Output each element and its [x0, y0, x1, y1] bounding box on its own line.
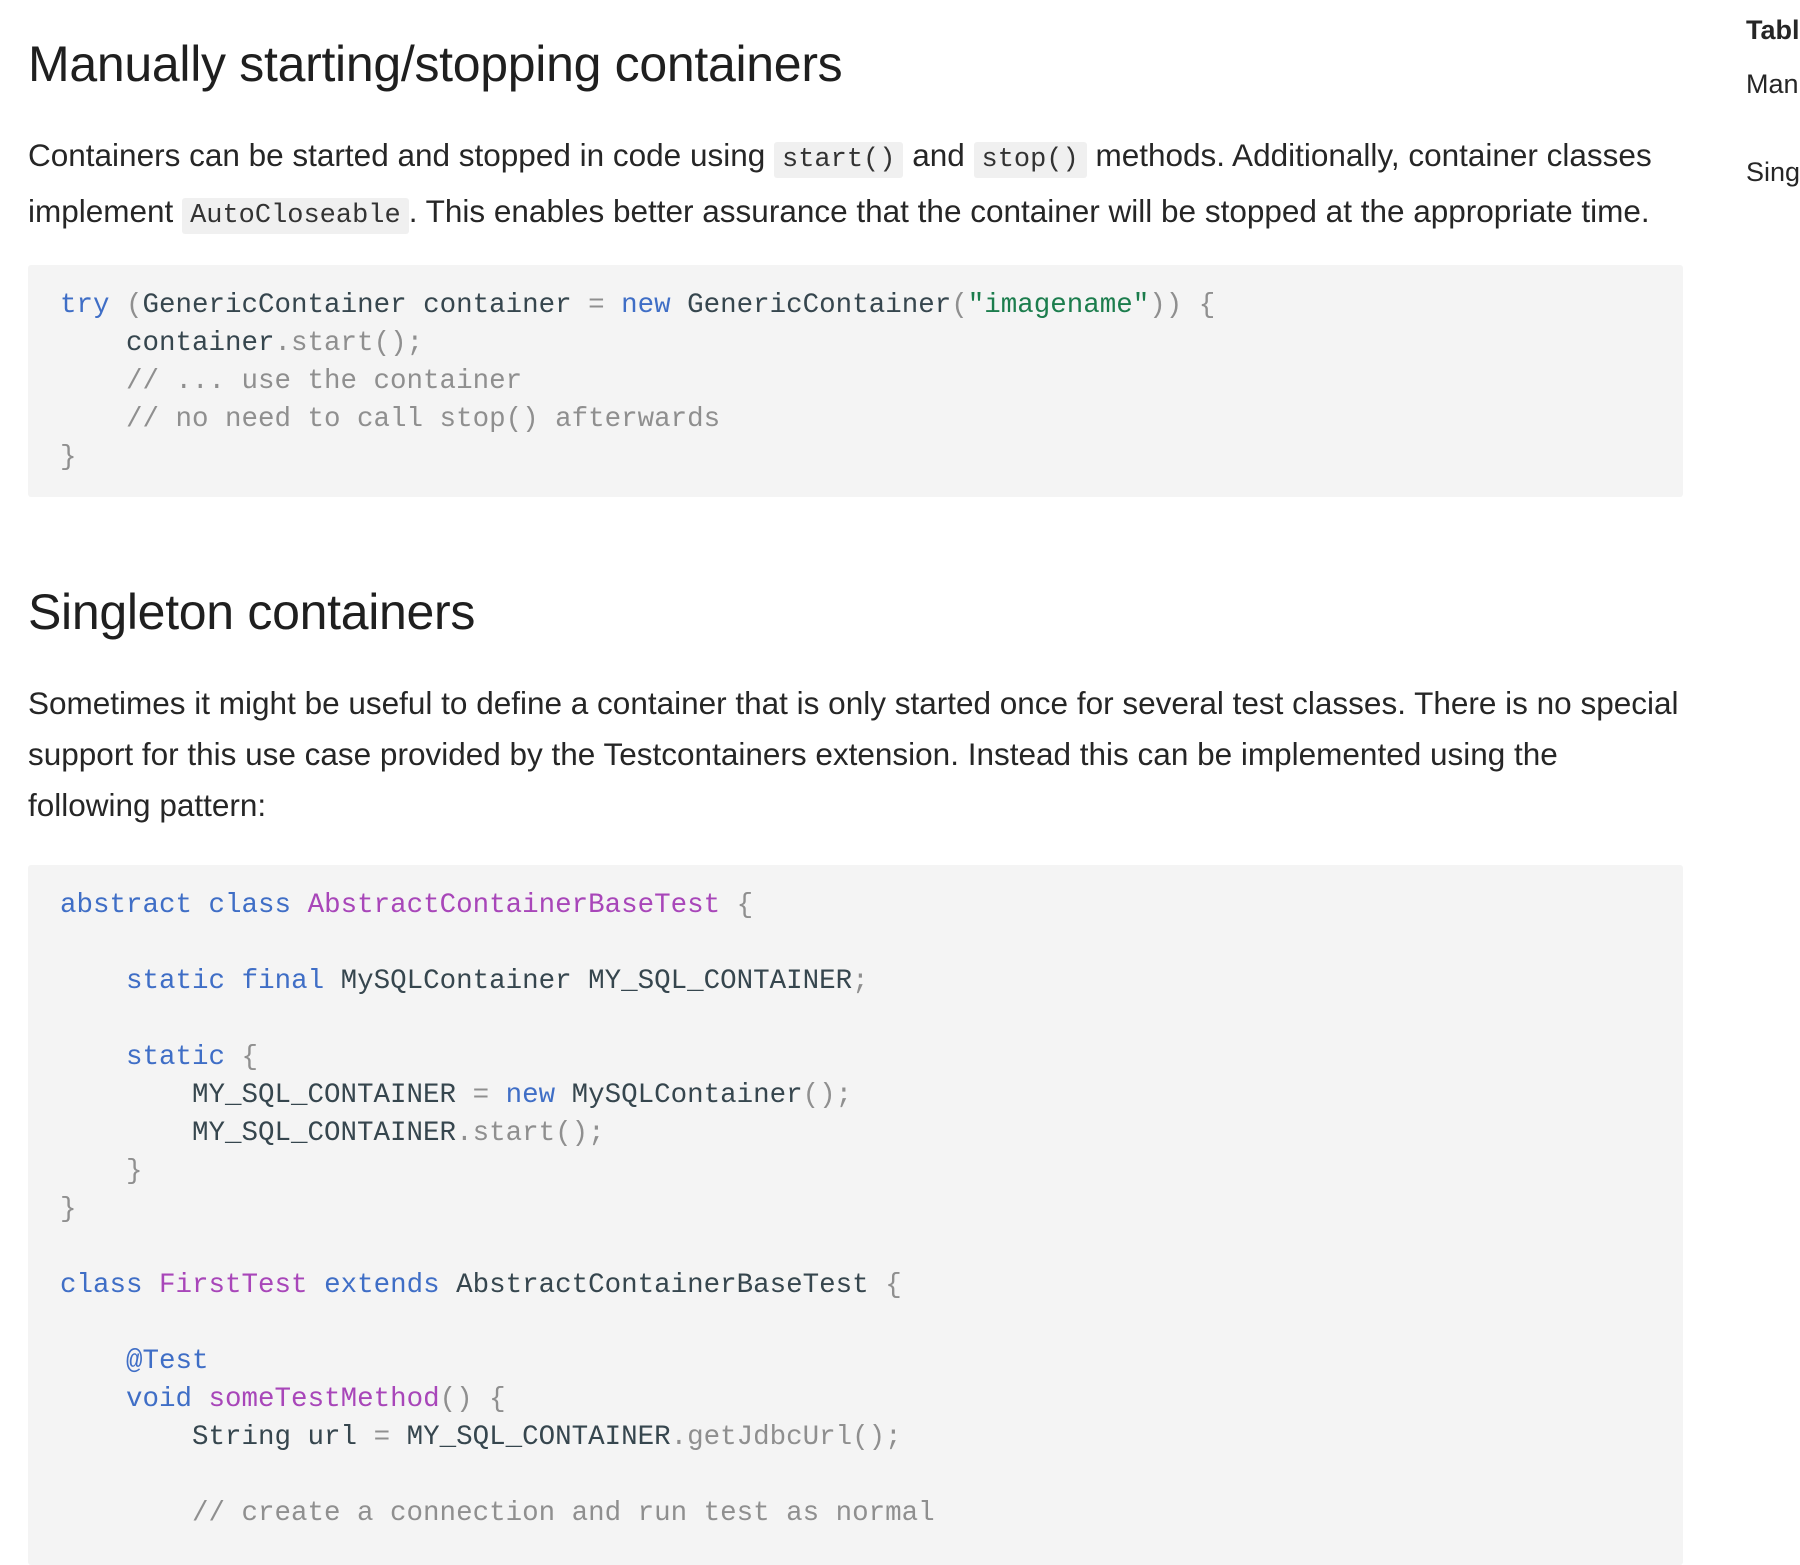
- code-token: someTestMethod: [208, 1384, 440, 1415]
- code-token: AbstractContainerBaseTest: [439, 1270, 886, 1301]
- code-line: String url = MY_SQL_CONTAINER.getJdbcUrl…: [60, 1419, 1651, 1457]
- code-token: // create a connection and run test as n…: [60, 1498, 935, 1529]
- code-line: [60, 925, 1651, 963]
- heading-manually-starting-stopping: Manually starting/stopping containers: [28, 36, 843, 92]
- code-line: try (GenericContainer container = new Ge…: [60, 287, 1651, 325]
- code-line: }: [60, 439, 1651, 477]
- paragraph-singleton: Sometimes it might be useful to define a…: [28, 685, 1679, 823]
- code-token: [605, 290, 622, 321]
- para-text: methods. Additionally, container classes…: [28, 137, 1652, 229]
- code-token: ();: [802, 1080, 853, 1111]
- code-token: MY_SQL_CONTAINER: [390, 1422, 671, 1453]
- toc-title: Tabl: [1746, 15, 1800, 45]
- code-token: FirstTest: [159, 1270, 308, 1301]
- code-token: try: [60, 290, 110, 321]
- code-token: static: [126, 1042, 226, 1073]
- code-token: [143, 1270, 160, 1301]
- code-line: [60, 1229, 1651, 1267]
- code-token: [192, 1384, 209, 1415]
- code-token: }: [60, 1156, 143, 1187]
- code-token: [60, 1384, 126, 1415]
- code-token: =: [373, 1422, 391, 1453]
- code-line: // no need to call stop() afterwards: [60, 401, 1651, 439]
- code-token: MySQLContainer MY_SQL_CONTAINER: [324, 966, 853, 997]
- code-token: () {: [439, 1384, 506, 1415]
- code-token: // ... use the container: [60, 366, 523, 397]
- code-token: =: [588, 290, 605, 321]
- code-line: MY_SQL_CONTAINER.start();: [60, 1115, 1651, 1153]
- code-token: class: [60, 1270, 143, 1301]
- code-token: String url: [60, 1422, 374, 1453]
- code-token: MY_SQL_CONTAINER: [60, 1118, 457, 1149]
- heading-singleton-containers: Singleton containers: [28, 584, 476, 640]
- code-token: static: [126, 966, 226, 997]
- code-token: container: [60, 328, 275, 359]
- paragraph-start-stop: Containers can be started and stopped in…: [28, 130, 1688, 242]
- code-token: void: [126, 1384, 193, 1415]
- code-line: abstract class AbstractContainerBaseTest…: [60, 887, 1651, 925]
- code-line: // ... use the container: [60, 363, 1651, 401]
- code-line: // create a connection and run test as n…: [60, 1495, 1651, 1533]
- code-token: .start();: [456, 1118, 605, 1149]
- code-token: {: [885, 1270, 902, 1301]
- code-token: AbstractContainerBaseTest: [307, 890, 721, 921]
- inline-code-stop: stop(): [973, 142, 1087, 178]
- code-line: }: [60, 1153, 1651, 1191]
- code-token: .getJdbcUrl();: [670, 1422, 902, 1453]
- code-token: [225, 966, 242, 997]
- code-line: static final MySQLContainer MY_SQL_CONTA…: [60, 963, 1651, 1001]
- code-token: final: [241, 966, 325, 997]
- code-token: MY_SQL_CONTAINER: [60, 1080, 473, 1111]
- code-token: GenericContainer: [670, 290, 952, 321]
- code-token: class: [208, 890, 292, 921]
- code-line: void someTestMethod() {: [60, 1381, 1651, 1419]
- code-line: container.start();: [60, 325, 1651, 363]
- code-line: @Test: [60, 1343, 1651, 1381]
- code-token: extends: [324, 1270, 440, 1301]
- code-block-singleton-pattern[interactable]: abstract class AbstractContainerBaseTest…: [28, 865, 1683, 1565]
- code-token: [308, 1270, 325, 1301]
- code-token: // no need to call stop() afterwards: [60, 404, 721, 435]
- toc-item-singleton[interactable]: Sing: [1746, 157, 1800, 187]
- inline-code-start: start(): [774, 142, 904, 178]
- code-line: [60, 1001, 1651, 1039]
- code-token: "imagename": [967, 290, 1150, 321]
- para-text: Containers can be started and stopped in…: [28, 137, 775, 173]
- code-block-try-with-resources[interactable]: try (GenericContainer container = new Ge…: [28, 265, 1683, 497]
- code-token: (: [951, 290, 968, 321]
- para-text: . This enables better assurance that the…: [408, 193, 1650, 229]
- code-token: [60, 966, 126, 997]
- code-token: MySQLContainer: [555, 1080, 803, 1111]
- para-text: and: [903, 137, 974, 173]
- code-token: {: [225, 1042, 259, 1073]
- inline-code-autocloseable: AutoCloseable: [182, 198, 409, 234]
- code-line: }: [60, 1191, 1651, 1229]
- code-token: abstract: [60, 890, 193, 921]
- code-token: [60, 1346, 126, 1377]
- code-token: .start();: [274, 328, 424, 359]
- code-token: @Test: [126, 1346, 209, 1377]
- code-token: new: [505, 1080, 556, 1111]
- code-token: [291, 890, 308, 921]
- code-line: MY_SQL_CONTAINER = new MySQLContainer();: [60, 1077, 1651, 1115]
- code-token: GenericContainer container: [142, 290, 589, 321]
- code-token: }: [60, 442, 77, 473]
- code-token: ;: [852, 966, 869, 997]
- code-token: (: [109, 290, 143, 321]
- code-line: class FirstTest extends AbstractContaine…: [60, 1267, 1651, 1305]
- code-token: [60, 1042, 126, 1073]
- code-token: [192, 890, 209, 921]
- code-token: )) {: [1149, 290, 1216, 321]
- toc-item-manually-starting[interactable]: Man cont: [1746, 69, 1800, 99]
- code-token: =: [472, 1080, 490, 1111]
- code-token: }: [60, 1194, 77, 1225]
- code-line: [60, 1457, 1651, 1495]
- code-token: {: [720, 890, 754, 921]
- code-line: [60, 1305, 1651, 1343]
- code-line: static {: [60, 1039, 1651, 1077]
- code-token: [489, 1080, 506, 1111]
- code-token: new: [621, 290, 671, 321]
